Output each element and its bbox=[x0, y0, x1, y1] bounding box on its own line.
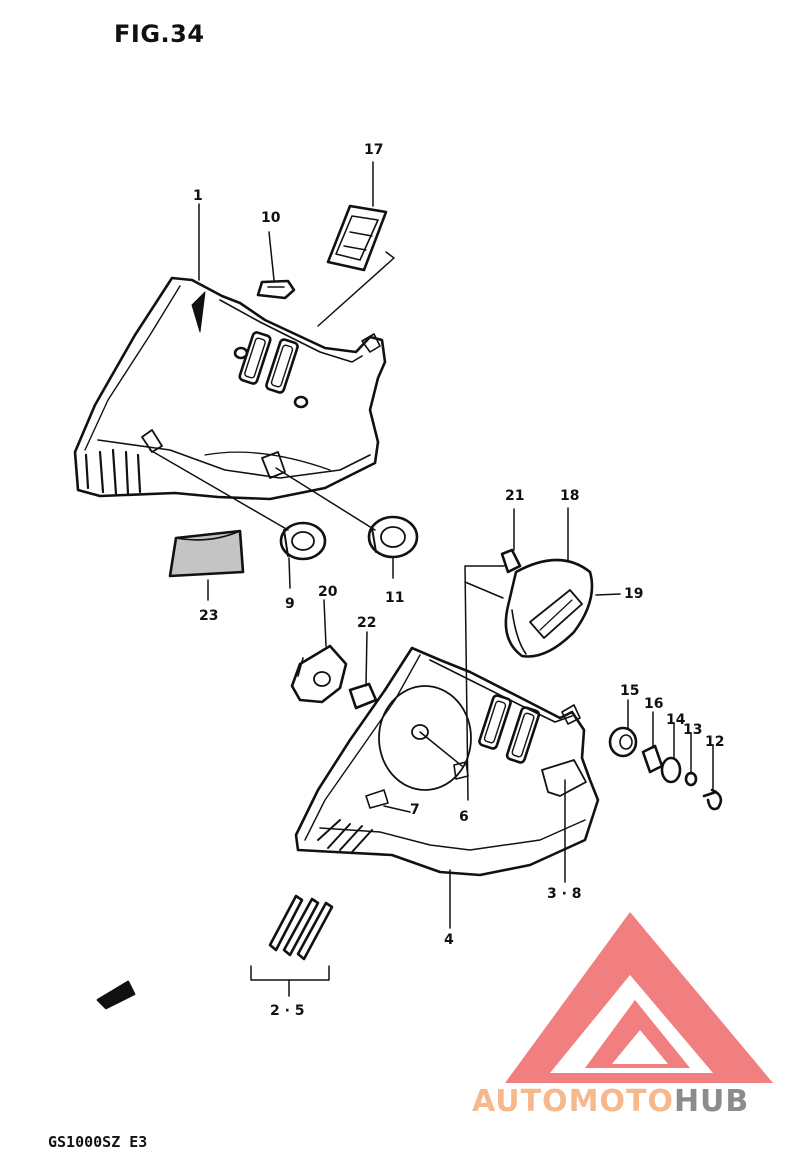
model-code: GS1000SZ E3 bbox=[48, 1133, 148, 1151]
callout-label-16: 16 bbox=[644, 696, 664, 712]
grommet-part-11 bbox=[367, 515, 419, 559]
fastener-part-16 bbox=[641, 744, 664, 774]
fastener-part-14 bbox=[660, 756, 682, 784]
grommet-part-9 bbox=[279, 521, 327, 561]
lower-side-cover-part-4 bbox=[294, 646, 600, 877]
emblem-cap-part-18 bbox=[504, 558, 594, 658]
cap-holder-part-20 bbox=[290, 644, 348, 704]
callout-label-4: 4 bbox=[444, 932, 454, 948]
callout-label-19: 19 bbox=[624, 586, 644, 602]
clip-part-10 bbox=[256, 279, 296, 300]
callout-label-3-8: 3 · 8 bbox=[547, 886, 582, 902]
pad-part-23 bbox=[168, 529, 245, 578]
figure-title: FIG.34 bbox=[114, 20, 205, 48]
watermark-logo bbox=[505, 912, 773, 1083]
callout-label-9: 9 bbox=[285, 596, 295, 612]
fastener-part-12 bbox=[702, 788, 723, 811]
callout-label-21: 21 bbox=[505, 488, 525, 504]
rubber-mount-part-17 bbox=[326, 204, 388, 272]
forward-arrow bbox=[96, 980, 136, 1010]
brand-text-part2: HUB bbox=[673, 1084, 750, 1119]
fastener-part-13 bbox=[684, 771, 698, 787]
callout-label-14: 14 bbox=[666, 712, 686, 728]
watermark-brand-text: AUTOMOTOHUB bbox=[472, 1084, 749, 1119]
upper-side-cover-part-1 bbox=[73, 276, 387, 501]
fastener-stack bbox=[608, 726, 723, 811]
callout-label-22: 22 bbox=[357, 615, 377, 631]
callout-label-11: 11 bbox=[385, 590, 405, 606]
fastener-part-15 bbox=[608, 726, 638, 758]
strips-part-2-5 bbox=[268, 894, 334, 961]
callout-label-1: 1 bbox=[193, 188, 203, 204]
callout-label-2-5: 2 · 5 bbox=[270, 1003, 305, 1019]
callout-label-7: 7 bbox=[410, 802, 420, 818]
callout-label-12: 12 bbox=[705, 734, 725, 750]
callout-label-10: 10 bbox=[261, 210, 281, 226]
brand-text-part1: AUTOMOTO bbox=[472, 1084, 674, 1119]
callout-label-20: 20 bbox=[318, 584, 338, 600]
callout-label-13: 13 bbox=[683, 722, 703, 738]
leader-lines bbox=[149, 161, 714, 997]
callout-label-6: 6 bbox=[459, 809, 469, 825]
callout-label-17: 17 bbox=[364, 142, 384, 158]
pin-part-21 bbox=[500, 548, 522, 574]
callout-label-23: 23 bbox=[199, 608, 219, 624]
callout-label-18: 18 bbox=[560, 488, 580, 504]
plate-part-22 bbox=[348, 682, 378, 710]
callout-label-15: 15 bbox=[620, 683, 640, 699]
